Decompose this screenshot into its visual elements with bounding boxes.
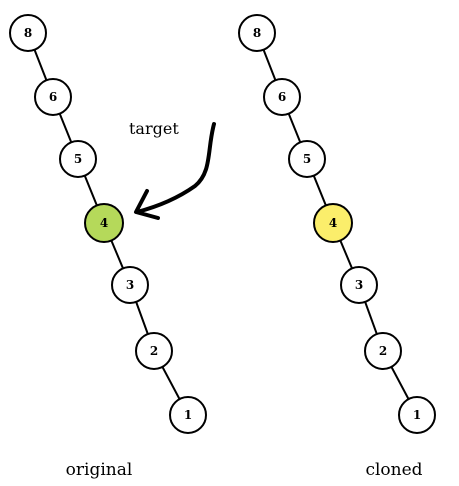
- cloned-node-circle-1: [398, 396, 436, 434]
- cloned-node-label-1: 1: [413, 408, 421, 422]
- original-node-5: 5: [59, 140, 97, 178]
- original-node-circle-5: [59, 140, 97, 178]
- target-annotation: target: [129, 119, 216, 220]
- cloned-node-label-5: 5: [303, 152, 311, 166]
- cloned-node-3: 3: [340, 266, 378, 304]
- original-node-8: 8: [9, 14, 47, 52]
- original-node-circle-1: [169, 396, 207, 434]
- original-node-label-4: 4: [100, 216, 108, 230]
- original-node-circle-3: [111, 266, 149, 304]
- original-node-3: 3: [111, 266, 149, 304]
- cloned-node-circle-6: [263, 78, 301, 116]
- original-node-6: 6: [34, 78, 72, 116]
- original-node-circle-8: [9, 14, 47, 52]
- target-arrowhead: [134, 189, 160, 220]
- original-node-circle-2: [135, 332, 173, 370]
- cloned-node-4: 4: [313, 203, 353, 243]
- original-node-circle-6: [34, 78, 72, 116]
- nodes-layer: 8 6 5 4 3 2 1 8 6 5 4 3 2 1: [9, 14, 436, 434]
- cloned-node-5: 5: [288, 140, 326, 178]
- cloned-node-label-3: 3: [355, 278, 363, 292]
- target-arrow: [135, 122, 216, 214]
- original-node-label-5: 5: [74, 152, 82, 166]
- original-node-label-1: 1: [184, 408, 192, 422]
- cloned-node-label-6: 6: [278, 90, 286, 104]
- cloned-node-circle-5: [288, 140, 326, 178]
- cloned-node-2: 2: [364, 332, 402, 370]
- cloned-node-8: 8: [238, 14, 276, 52]
- cloned-node-1: 1: [398, 396, 436, 434]
- original-node-4: 4: [84, 203, 124, 243]
- cloned-caption: cloned: [365, 460, 422, 480]
- cloned-node-label-8: 8: [253, 26, 261, 40]
- cloned-node-label-2: 2: [379, 344, 387, 358]
- original-node-circle-4: [84, 203, 124, 243]
- original-node-label-8: 8: [24, 26, 32, 40]
- cloned-node-circle-4: [313, 203, 353, 243]
- original-node-1: 1: [169, 396, 207, 434]
- cloned-node-circle-8: [238, 14, 276, 52]
- cloned-node-circle-2: [364, 332, 402, 370]
- original-node-label-3: 3: [126, 278, 134, 292]
- original-node-label-6: 6: [49, 90, 57, 104]
- cloned-node-label-4: 4: [329, 216, 337, 230]
- original-node-label-2: 2: [150, 344, 158, 358]
- original-caption: original: [66, 460, 133, 480]
- cloned-node-circle-3: [340, 266, 378, 304]
- original-node-2: 2: [135, 332, 173, 370]
- target-label: target: [129, 119, 179, 138]
- cloned-node-6: 6: [263, 78, 301, 116]
